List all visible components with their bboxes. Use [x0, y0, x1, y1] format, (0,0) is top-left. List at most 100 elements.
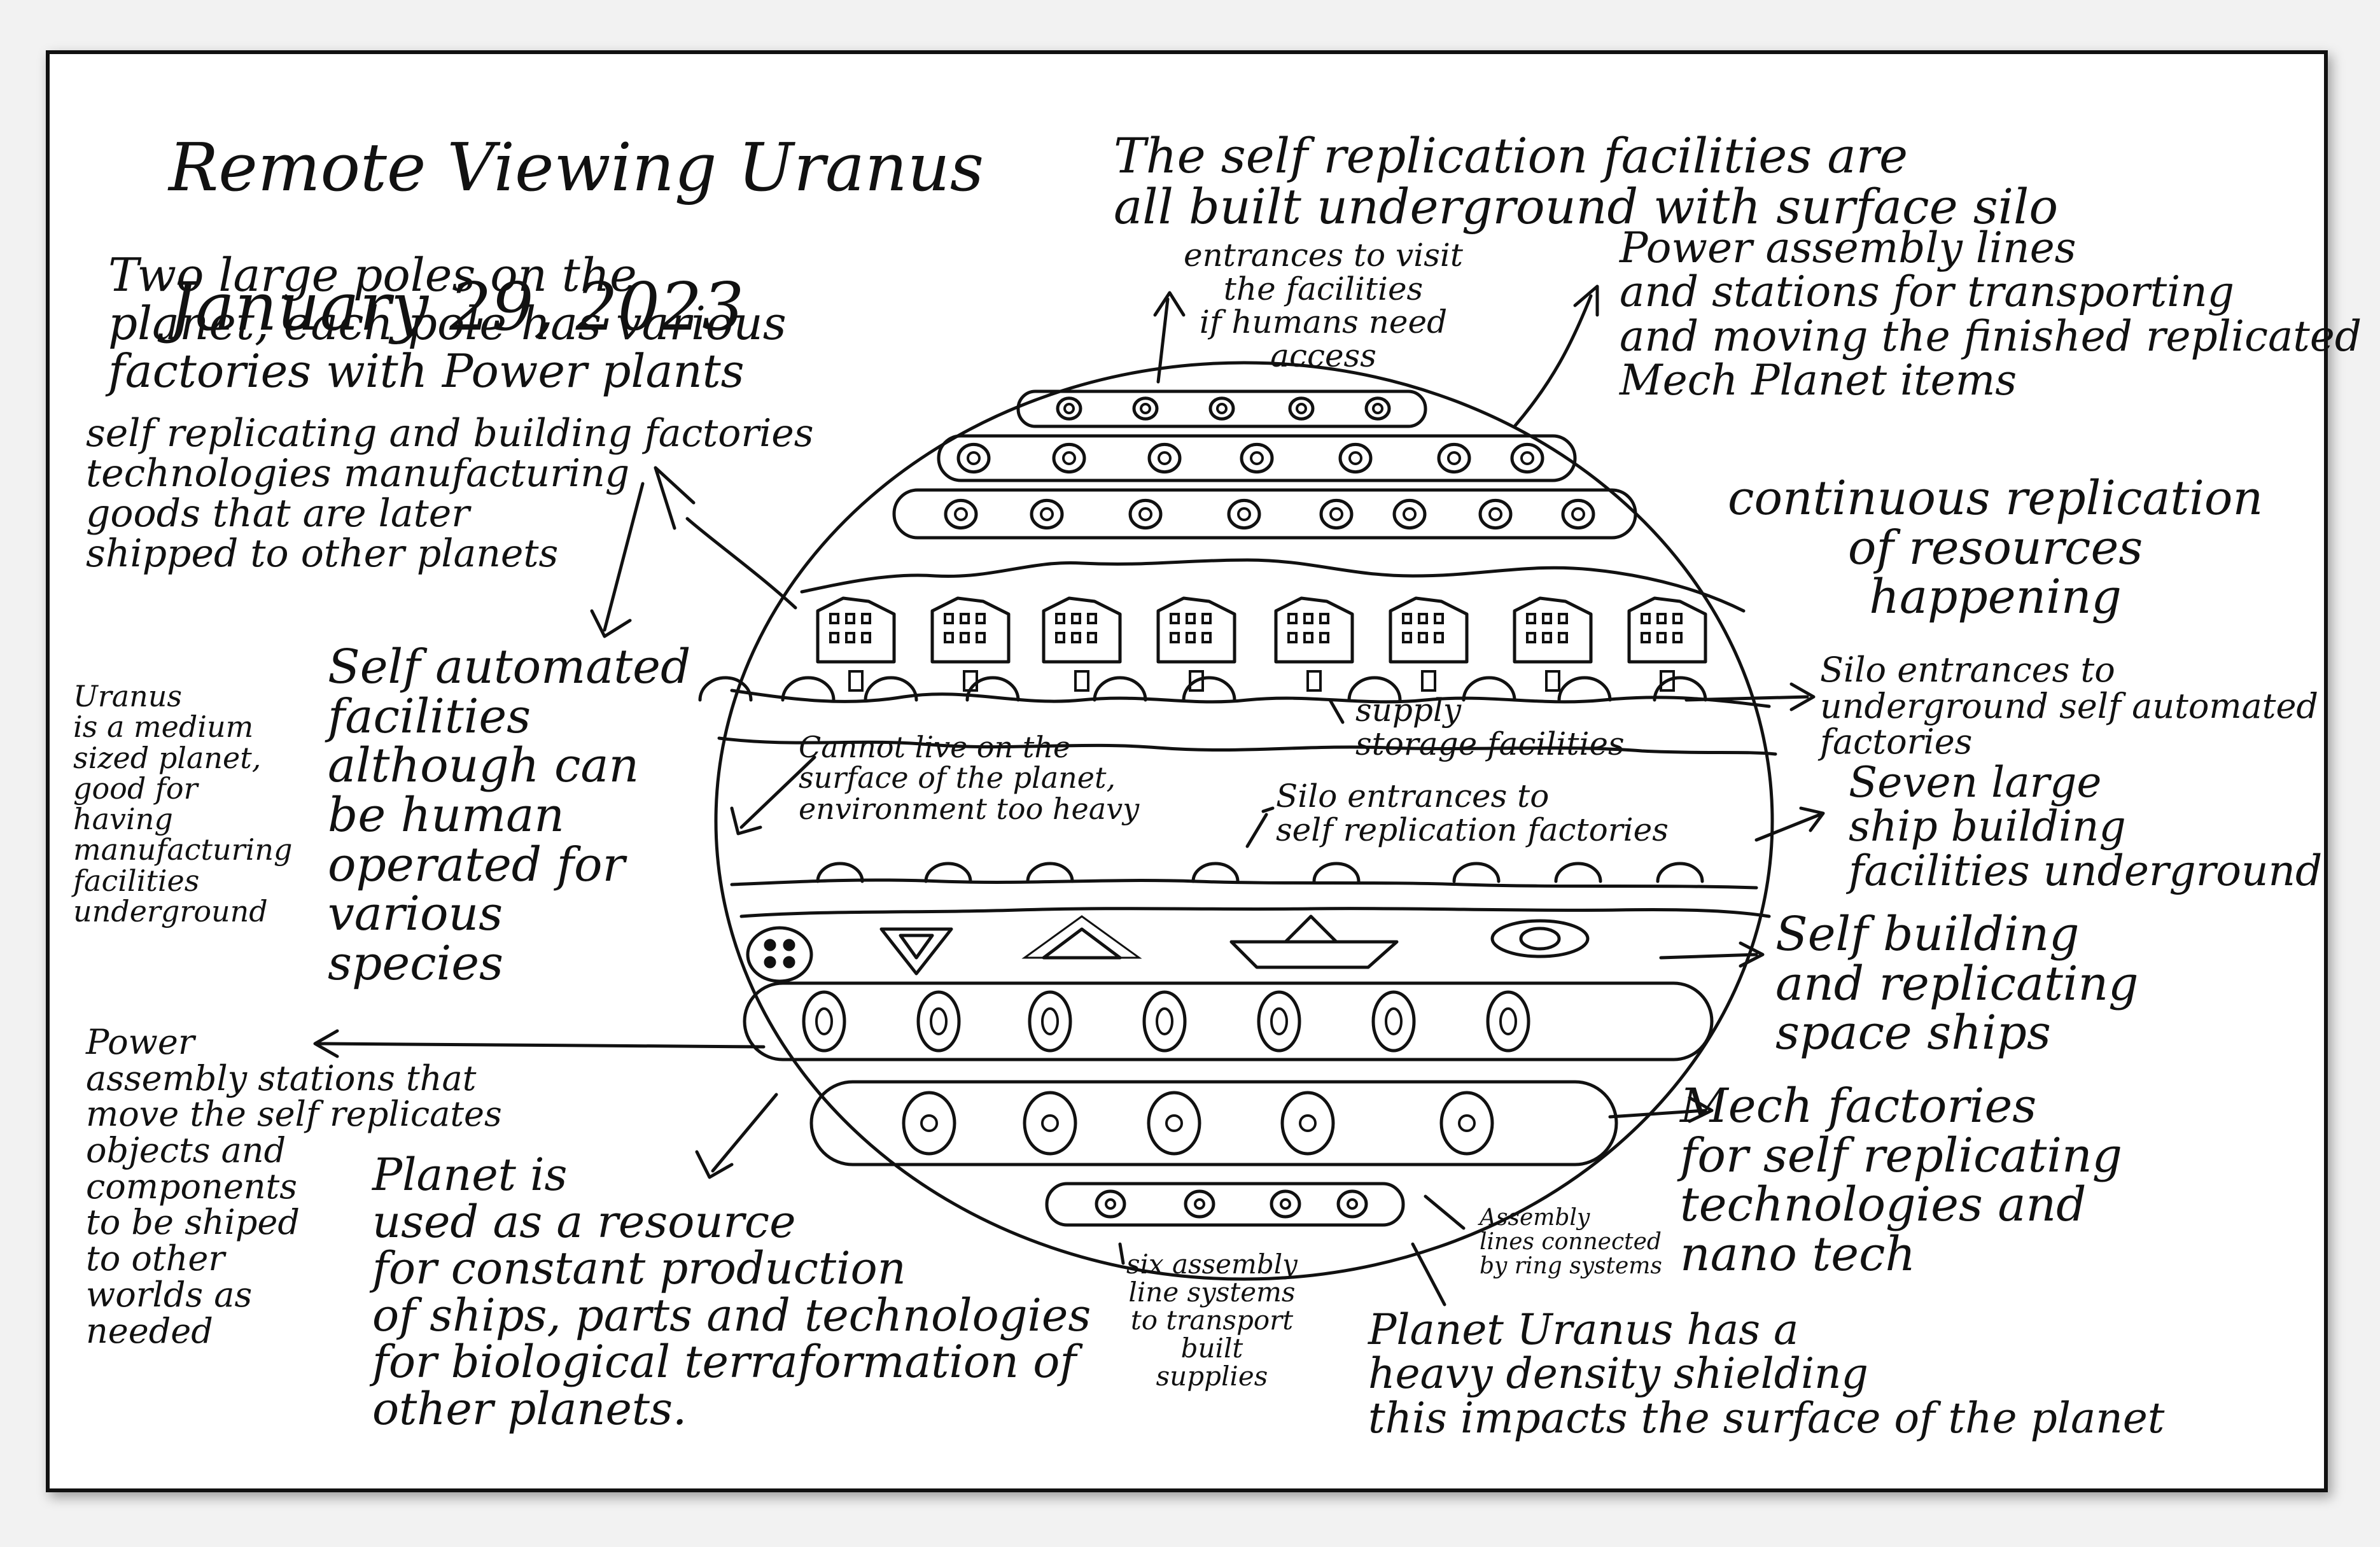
mech-factory-core [1458, 1114, 1476, 1132]
building-window [1434, 632, 1444, 643]
facility-core [1296, 403, 1307, 414]
building-window [1186, 613, 1196, 624]
building [1042, 596, 1122, 664]
mech-factory [1280, 1091, 1335, 1156]
facility-circle [1392, 498, 1427, 530]
building-window [1672, 632, 1683, 643]
arrow-self-build [1659, 953, 1758, 960]
assembly-node-core [1194, 1198, 1205, 1210]
arrow-poles [685, 517, 797, 610]
building-window [1201, 632, 1212, 643]
assembly-node-core [1280, 1198, 1291, 1210]
note-mech-factories: Mech factories for self replicating tech… [1680, 1079, 2123, 1282]
silo-dome [1026, 862, 1074, 883]
ship-band-line [739, 907, 1771, 918]
facility-core [1158, 451, 1172, 465]
facility-circle [944, 498, 978, 530]
mech-factory-core [920, 1114, 938, 1132]
building-window [1558, 613, 1568, 624]
silo-dome [924, 862, 972, 883]
arrow-six-assembly [1118, 1242, 1125, 1265]
drawing-frame [46, 50, 2328, 1492]
building-window [1558, 632, 1568, 643]
facility-circle [1437, 442, 1471, 474]
facility-circle [956, 442, 991, 474]
note-entrances-visit: entrances to visit the facilities if hum… [1184, 237, 1464, 374]
building-door [848, 670, 864, 692]
facility-core [1329, 507, 1343, 521]
ship-building-facilities [746, 914, 1590, 983]
building-window [1303, 632, 1313, 643]
building-window [845, 632, 855, 643]
building-window [1641, 632, 1651, 643]
building-window [1055, 613, 1065, 624]
building-window [1402, 613, 1412, 624]
facility-circle [1030, 498, 1064, 530]
silo-dome [1462, 676, 1516, 702]
facility-core [1216, 403, 1228, 414]
building-window [1186, 632, 1196, 643]
building-window [944, 613, 954, 624]
planet-outline [714, 361, 1774, 1281]
note-six-assembly: six assembly line systems to transport b… [1126, 1249, 1298, 1392]
title-line-2: January 29, 2023 [169, 267, 745, 346]
building [1627, 596, 1707, 664]
ship-bay [1371, 990, 1416, 1053]
building-window [1672, 613, 1683, 624]
building-window [1319, 632, 1329, 643]
ship-bay-core [1041, 1007, 1059, 1035]
ship-bay-core [1156, 1007, 1173, 1035]
building [1156, 596, 1236, 664]
building-window [1418, 632, 1428, 643]
top-band-row-1 [1016, 389, 1427, 428]
assembly-node-core [1105, 1198, 1116, 1210]
building-window [845, 613, 855, 624]
facility-circle [1338, 442, 1373, 474]
diagram-title: Remote Viewing Uranus January 29, 2023 [169, 64, 984, 411]
facility-core [954, 507, 968, 521]
city-buildings [816, 596, 1707, 692]
silo-dome [1347, 676, 1402, 702]
note-cannot-live: Cannot live on the surface of the planet… [799, 730, 1140, 826]
facility-circle [1227, 498, 1261, 530]
facility-core [1062, 451, 1076, 465]
silo-dome [816, 862, 864, 883]
note-power-assembly-right: Power assembly lines and stations for tr… [1620, 223, 2362, 405]
building-window [960, 613, 970, 624]
note-uranus-medium: Uranus is a medium sized planet, good fo… [73, 679, 293, 929]
building-window [976, 632, 986, 643]
silo-dome [864, 676, 918, 702]
silo-domes [698, 676, 1707, 883]
mech-factory-core [1041, 1114, 1059, 1132]
arrow-mech [1608, 1109, 1707, 1119]
facility-core [1063, 403, 1075, 414]
building-window [1071, 613, 1081, 624]
note-assembly-lines: Assembly lines connected by ring systems [1480, 1205, 1662, 1279]
city-band-top [800, 558, 1746, 613]
silo-dome [1191, 862, 1240, 883]
facility-circle [1364, 396, 1391, 421]
building-window [1170, 632, 1180, 643]
silo-dome [1554, 862, 1602, 883]
note-self-building: Self building and replicating space ship… [1775, 907, 2139, 1061]
note-planet-resource: Planet is used as a resource for constan… [372, 1149, 1091, 1435]
building-door [1306, 670, 1322, 692]
arrow-silo-right [1684, 695, 1809, 702]
note-supply: supply storage facilities [1355, 692, 1625, 762]
facility-circle [1052, 442, 1086, 474]
building-door [1189, 670, 1204, 692]
arrow-planet-resource [711, 1093, 778, 1173]
facility-core [1237, 507, 1251, 521]
building-window [1303, 613, 1313, 624]
assembly-node [1336, 1189, 1368, 1219]
facility-circle [1478, 498, 1513, 530]
mid-band-bottom [730, 878, 1758, 890]
mech-factory [902, 1091, 956, 1156]
ship-bay-core [930, 1007, 948, 1035]
title-line-1: Remote Viewing Uranus [169, 129, 984, 207]
building-window [1319, 613, 1329, 624]
building-window [1055, 632, 1065, 643]
mid-band-top [717, 736, 1777, 756]
